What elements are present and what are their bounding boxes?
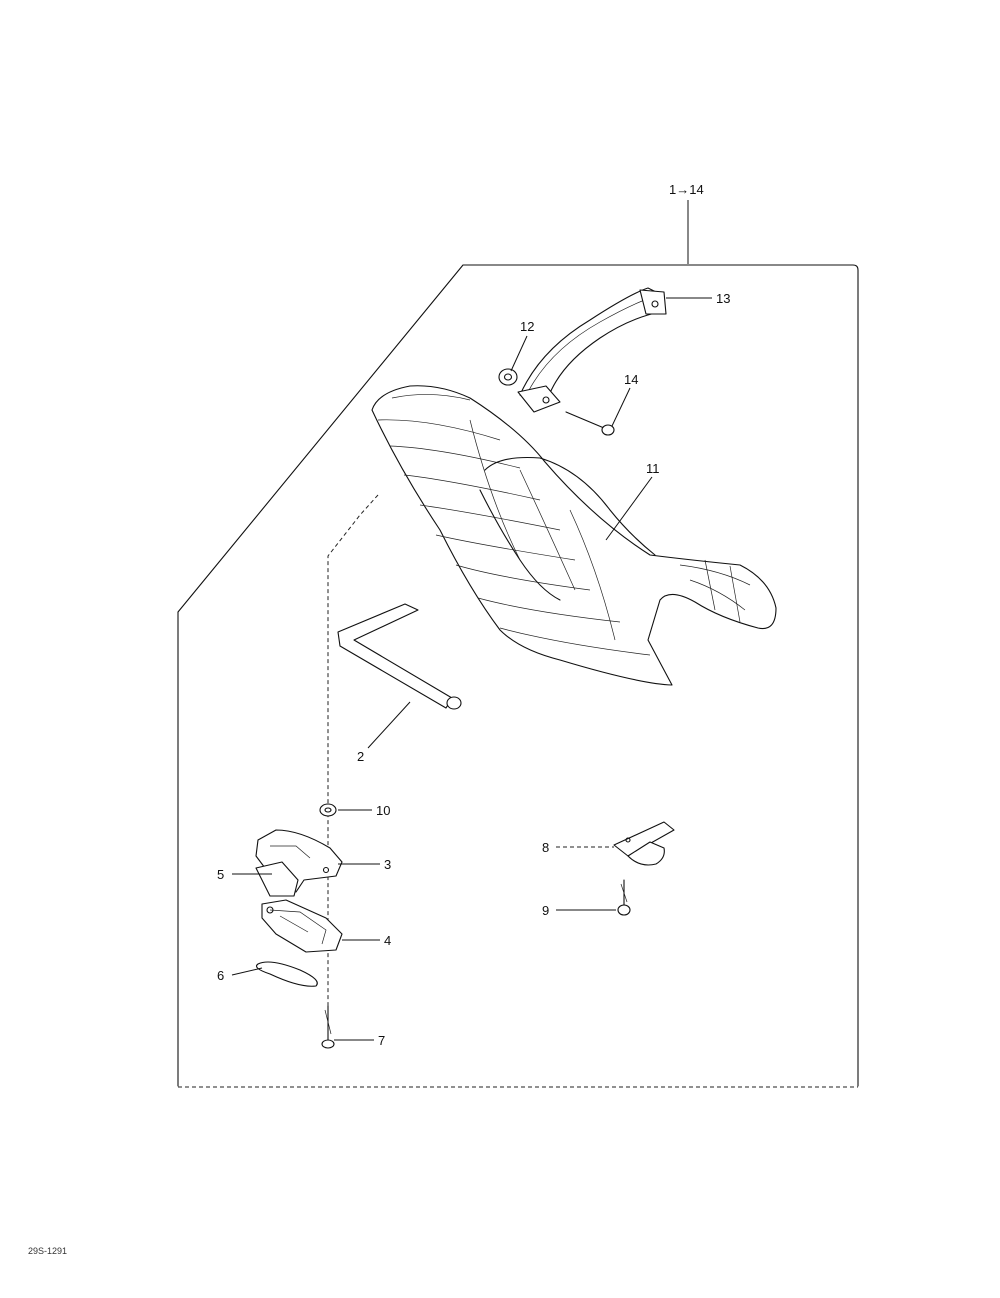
- striker-bracket-part: [613, 821, 675, 866]
- callout-5: 5: [217, 867, 224, 882]
- callout-12: 12: [520, 319, 534, 334]
- callout-6: 6: [217, 968, 224, 983]
- callout-7: 7: [378, 1033, 385, 1048]
- callout-9: 9: [542, 903, 549, 918]
- callout-10: 10: [376, 803, 390, 818]
- callout-14: 14: [624, 372, 638, 387]
- callout-4: 4: [384, 933, 391, 948]
- grab-handle: [517, 287, 667, 413]
- callout-3: 3: [384, 857, 391, 872]
- leader-line-14: [611, 387, 631, 427]
- leader-line-11: [605, 476, 653, 541]
- striker-screw-part: [617, 879, 631, 916]
- screw-part: [565, 411, 615, 436]
- figure-code: 29S-1291: [28, 1246, 67, 1256]
- leader-line-12: [510, 335, 528, 372]
- leader-line-2: [367, 701, 411, 749]
- callout-2: 2: [357, 749, 364, 764]
- callout-13: 13: [716, 291, 730, 306]
- callout-11: 11: [646, 461, 660, 476]
- latch-lever-part: [255, 861, 299, 897]
- leader-line-6: [231, 967, 263, 976]
- bracket-part: [337, 603, 462, 710]
- seat-part: [371, 385, 777, 686]
- assembly-boundary-top: [177, 264, 859, 1087]
- mounting-axis-line: [327, 494, 379, 1040]
- assembly-label: 1→14: [669, 182, 704, 197]
- latch-housing-part: [261, 899, 343, 953]
- callout-8: 8: [542, 840, 549, 855]
- bolt-part: [321, 1005, 335, 1049]
- spring-clip-part: [255, 961, 318, 987]
- washer-part: [319, 803, 337, 817]
- nut-part: [498, 368, 518, 386]
